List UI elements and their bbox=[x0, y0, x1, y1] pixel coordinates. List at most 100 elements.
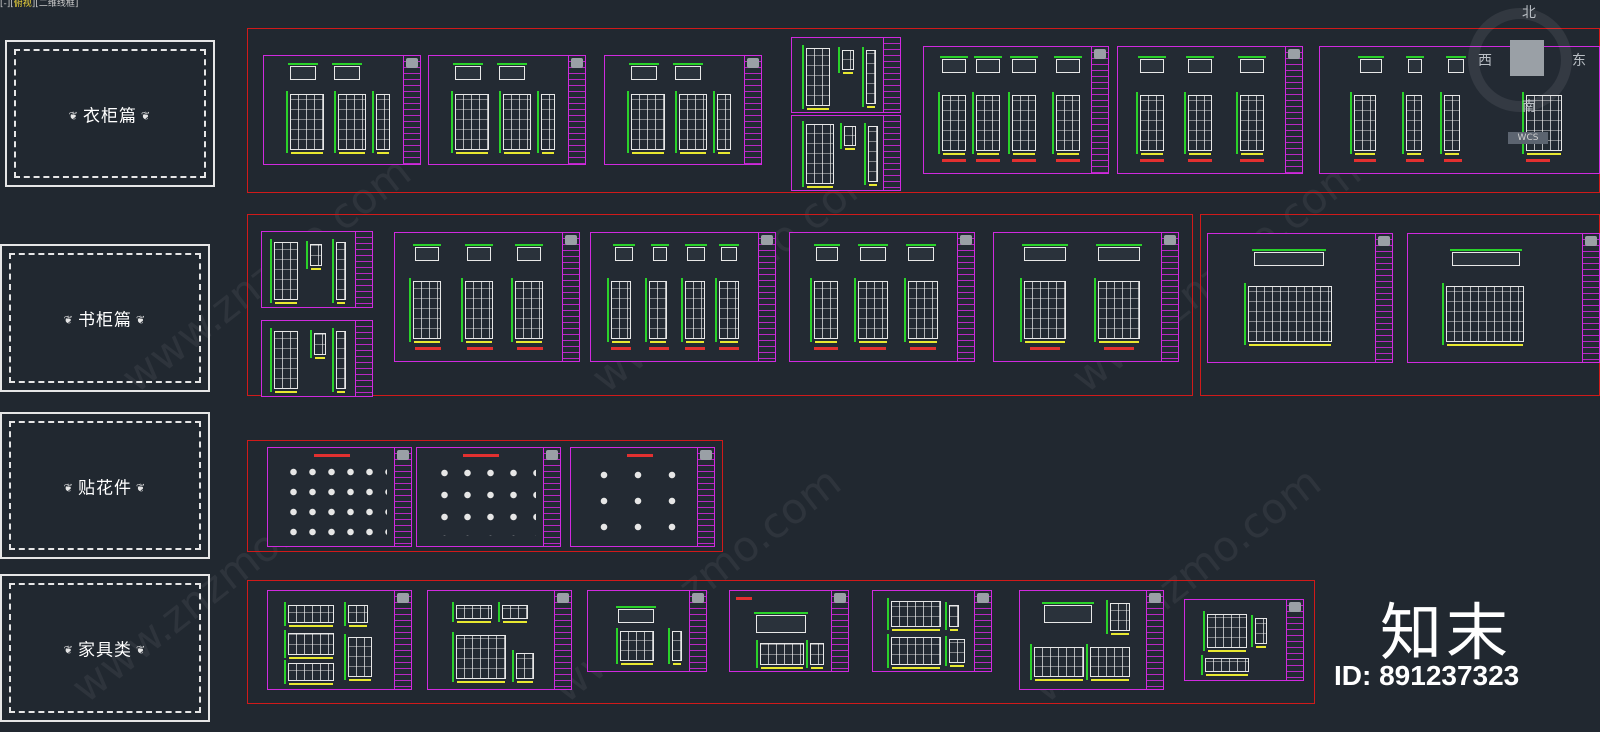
category-title: ❦家具类❦ bbox=[63, 640, 147, 661]
top-view bbox=[1186, 56, 1214, 73]
elevation-drawing bbox=[904, 278, 938, 343]
logo-icon bbox=[1585, 236, 1597, 246]
ornament-icon: ❦ bbox=[136, 313, 147, 327]
top-view bbox=[673, 63, 703, 80]
drawing-sheet[interactable] bbox=[261, 231, 373, 308]
drawing-sheet[interactable] bbox=[263, 55, 421, 165]
drawing-sheet[interactable] bbox=[993, 232, 1179, 362]
viewcube-navigation[interactable]: 北 西 东 南 WCS bbox=[1460, 0, 1600, 150]
top-view bbox=[332, 63, 362, 80]
elevation-drawing bbox=[461, 278, 493, 343]
elevation-drawing bbox=[1440, 92, 1460, 155]
drawing-label bbox=[1104, 347, 1134, 350]
elevation-drawing bbox=[681, 278, 705, 343]
drawing-sheet[interactable] bbox=[1319, 46, 1600, 174]
logo-icon bbox=[565, 235, 577, 245]
compass-north-label[interactable]: 北 bbox=[1522, 5, 1536, 21]
category-frame-furniture[interactable]: ❦家具类❦ bbox=[0, 574, 210, 722]
drawing-label bbox=[1526, 159, 1550, 162]
category-frame-bookcase[interactable]: ❦书柜篇❦ bbox=[0, 244, 210, 392]
drawing-sheet[interactable] bbox=[729, 590, 849, 672]
compass-ring[interactable] bbox=[1468, 8, 1572, 112]
top-view bbox=[1358, 56, 1384, 73]
title-block bbox=[689, 591, 706, 671]
title-block bbox=[1161, 233, 1178, 361]
category-frame-appliques[interactable]: ❦贴花件❦ bbox=[0, 412, 210, 559]
sheet-group-appliques[interactable] bbox=[247, 440, 723, 552]
drawing-sheet[interactable] bbox=[791, 115, 901, 191]
drawing-label bbox=[649, 347, 669, 350]
title-block bbox=[1091, 47, 1108, 173]
logo-icon bbox=[692, 593, 704, 603]
applique-pattern bbox=[433, 462, 536, 536]
drawing-label bbox=[719, 347, 739, 350]
drawing-sheet[interactable] bbox=[428, 55, 586, 165]
category-frame-wardrobe[interactable]: ❦衣柜篇❦ bbox=[5, 40, 215, 187]
visual-style-label[interactable]: 二维线框 bbox=[38, 0, 75, 9]
drawing-sheet[interactable] bbox=[570, 447, 715, 547]
drawing-sheet[interactable] bbox=[587, 590, 707, 672]
compass-east-label[interactable]: 东 bbox=[1572, 53, 1586, 69]
top-view bbox=[616, 606, 656, 623]
drawing-label bbox=[1030, 347, 1060, 350]
elevation-drawing bbox=[1094, 278, 1140, 343]
compass-south-label[interactable]: 南 bbox=[1522, 99, 1536, 115]
elevation-drawing bbox=[1030, 644, 1084, 681]
drawing-sheet[interactable] bbox=[1407, 233, 1600, 363]
top-view bbox=[1252, 249, 1326, 266]
title-block bbox=[1146, 591, 1163, 689]
wcs-menu-button[interactable]: WCS bbox=[1508, 132, 1548, 144]
drawing-sheet[interactable] bbox=[789, 232, 975, 362]
drawing-sheet[interactable] bbox=[923, 46, 1109, 174]
viewport-controls[interactable]: [-][俯视][二维线框] bbox=[0, 0, 120, 10]
viewcube-face[interactable] bbox=[1510, 40, 1544, 76]
elevation-drawing bbox=[409, 278, 441, 343]
drawing-sheet[interactable] bbox=[604, 55, 762, 165]
elevation-drawing bbox=[1136, 92, 1164, 155]
elevation-drawing bbox=[1251, 615, 1267, 648]
sheet-group-furniture[interactable] bbox=[247, 580, 1315, 704]
logo-icon bbox=[397, 450, 409, 460]
title-block bbox=[562, 233, 579, 361]
drawing-sheet[interactable] bbox=[427, 590, 572, 690]
viewport-prefix[interactable]: [-][ bbox=[0, 0, 14, 9]
drawing-label bbox=[942, 159, 966, 162]
drawing-sheet[interactable] bbox=[267, 447, 412, 547]
elevation-drawing bbox=[499, 91, 531, 154]
elevation-drawing bbox=[854, 278, 888, 343]
drawing-sheet[interactable] bbox=[416, 447, 561, 547]
elevation-drawing bbox=[810, 278, 838, 343]
ornament-icon: ❦ bbox=[63, 481, 74, 494]
elevation-drawing bbox=[887, 634, 941, 669]
logo-icon bbox=[1289, 602, 1301, 612]
drawing-sheet[interactable] bbox=[261, 320, 373, 397]
title-block bbox=[403, 56, 420, 164]
drawing-sheet[interactable] bbox=[267, 590, 412, 690]
elevation-drawing bbox=[452, 632, 506, 683]
top-view bbox=[453, 63, 483, 80]
drawing-sheet[interactable] bbox=[1019, 590, 1164, 690]
logo-icon bbox=[571, 58, 583, 68]
sheet-group-bookcase[interactable] bbox=[247, 214, 1193, 396]
title-block bbox=[883, 116, 900, 190]
drawing-sheet[interactable] bbox=[1184, 599, 1304, 681]
frame-border bbox=[9, 583, 201, 713]
elevation-drawing bbox=[344, 634, 372, 681]
top-view bbox=[465, 244, 493, 261]
compass-west-label[interactable]: 西 bbox=[1478, 53, 1492, 69]
view-label[interactable]: 俯视 bbox=[13, 0, 32, 9]
drawing-sheet[interactable] bbox=[394, 232, 580, 362]
drawing-label bbox=[910, 347, 936, 350]
drawing-sheet[interactable] bbox=[872, 590, 992, 672]
top-view bbox=[629, 63, 659, 80]
elevation-drawing bbox=[616, 628, 654, 665]
drawing-sheet[interactable] bbox=[791, 37, 901, 113]
logo-icon bbox=[960, 235, 972, 245]
drawing-sheet[interactable] bbox=[590, 232, 776, 362]
drawing-label bbox=[611, 347, 631, 350]
elevation-drawing bbox=[270, 239, 298, 304]
drawing-sheet[interactable] bbox=[1117, 46, 1303, 174]
drawing-sheet[interactable] bbox=[1207, 233, 1393, 363]
elevation-drawing bbox=[1442, 283, 1524, 346]
